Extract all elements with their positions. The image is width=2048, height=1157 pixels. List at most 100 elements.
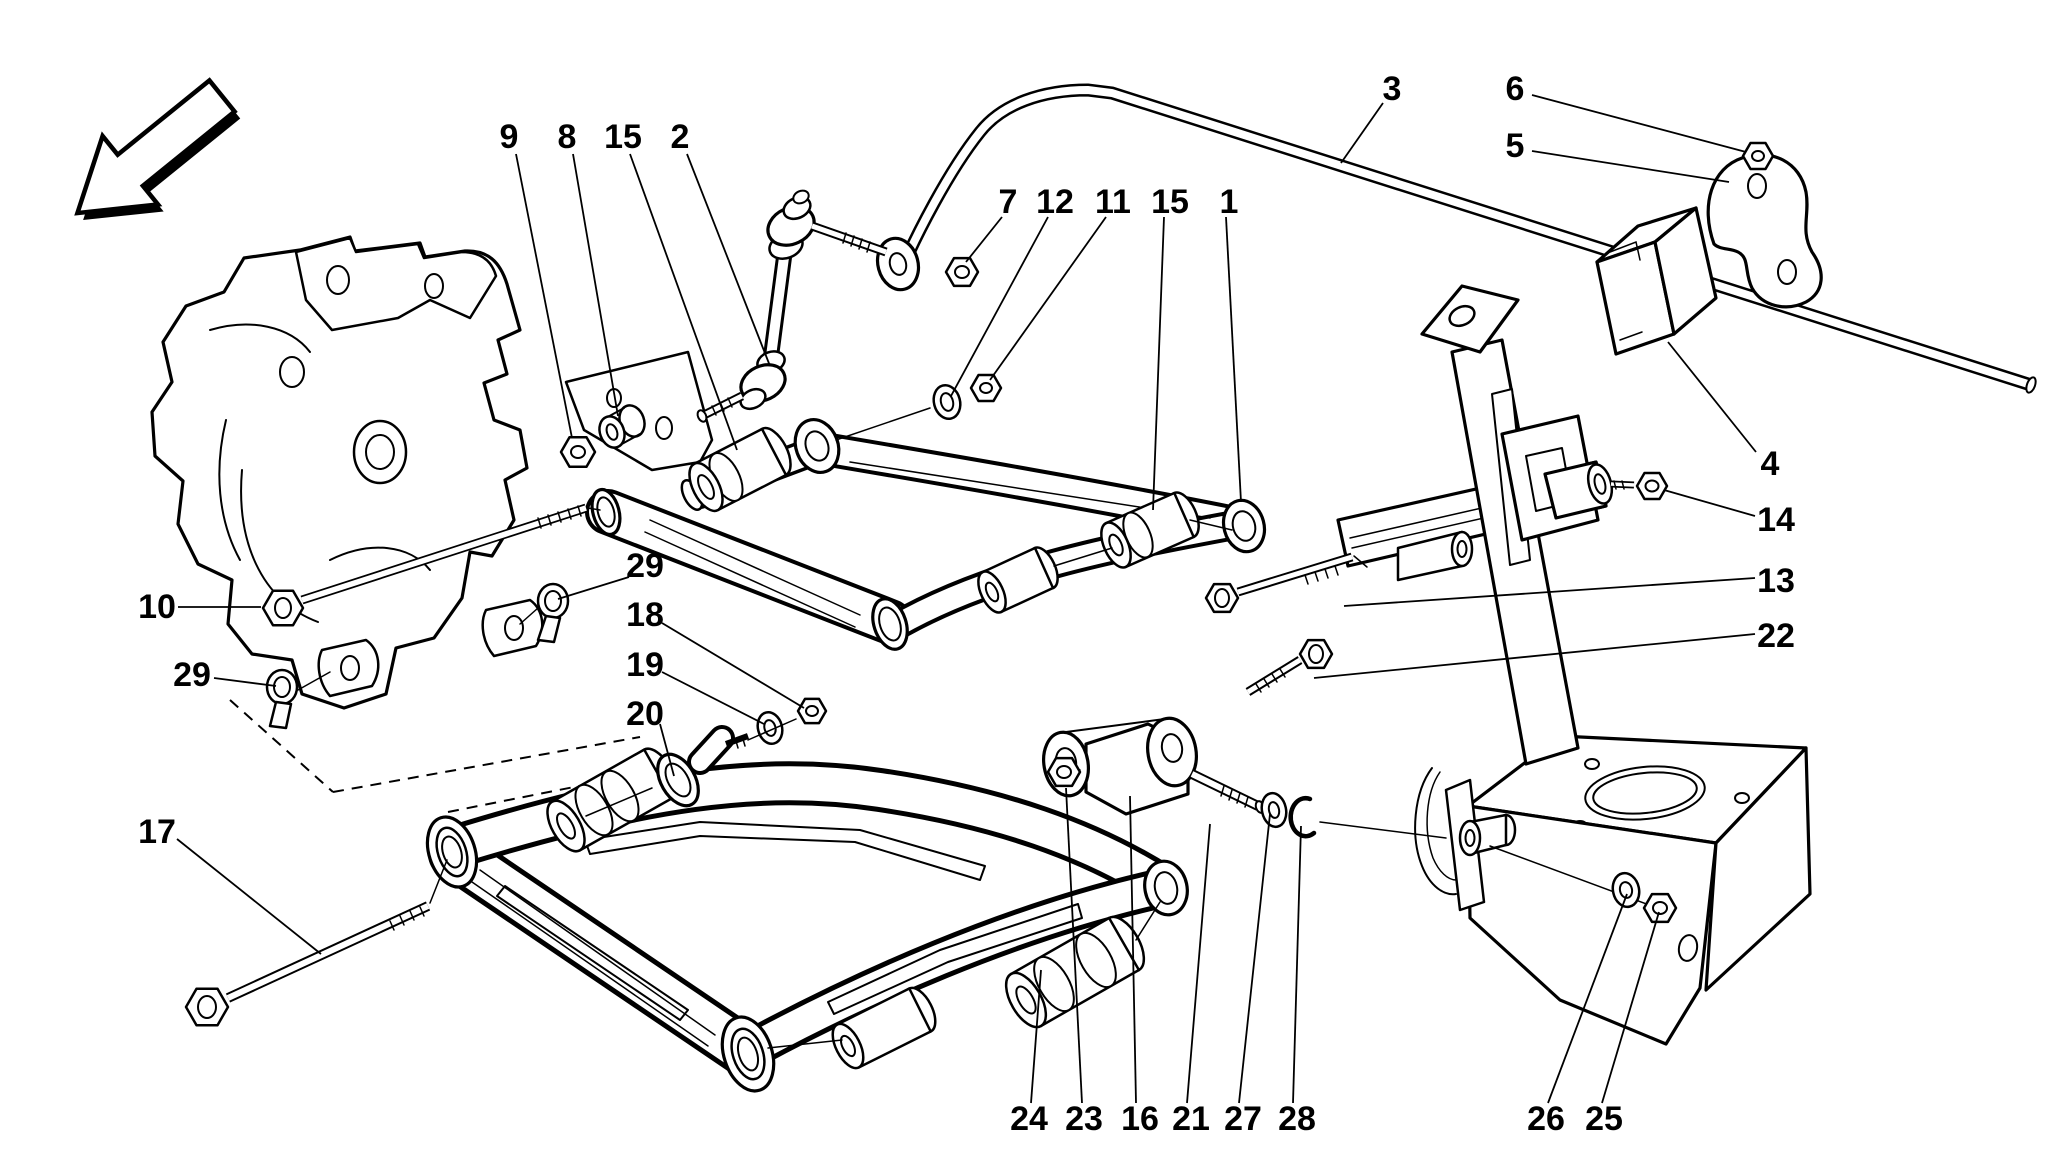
lightening-slot (827, 903, 1083, 1015)
callout-number: 23 (1065, 1100, 1103, 1138)
callout-leader-line (1601, 911, 1660, 1104)
callout-4: 4 (1667, 341, 1780, 483)
callout-leader-line (629, 153, 738, 451)
callout-11: 11 (989, 183, 1131, 381)
nut-11 (969, 373, 1003, 403)
nut-23 (1046, 756, 1082, 788)
anti-roll-bar (875, 83, 2037, 394)
callout-leader-line (965, 216, 1003, 263)
callout-number: 14 (1757, 501, 1795, 539)
callout-number: 4 (1761, 445, 1780, 483)
callout-number: 28 (1278, 1100, 1316, 1138)
callout-leader-line (213, 677, 277, 687)
callout-28: 28 (1278, 825, 1316, 1138)
callout-leader-line (1030, 969, 1042, 1104)
callout-leader-line (686, 153, 771, 367)
callout-leader-line (659, 723, 675, 777)
viewing-direction-arrow (74, 77, 241, 221)
callout-leader-line (1531, 150, 1730, 183)
callout-leader-line (661, 622, 805, 709)
callout-26: 26 (1527, 893, 1628, 1138)
callout-number: 12 (1036, 183, 1074, 221)
bushing-rear-lower (767, 986, 937, 1070)
callout-number: 21 (1172, 1100, 1210, 1138)
callout-number: 2 (671, 118, 690, 156)
callout-number: 27 (1224, 1100, 1262, 1138)
callout-number: 13 (1757, 562, 1795, 600)
bushing-15-front (680, 426, 792, 513)
callout-number: 7 (999, 183, 1018, 221)
lightening-slot (584, 821, 986, 881)
callout-number: 6 (1506, 70, 1525, 108)
callout-leader-line (661, 671, 765, 725)
callout-8: 8 (558, 118, 619, 417)
nut-18 (796, 697, 828, 725)
washer-27 (1260, 791, 1288, 829)
callout-leader-line (1065, 787, 1083, 1104)
callout-24: 24 (1010, 969, 1048, 1138)
spacer-8 (598, 404, 646, 449)
bushing-collar-20 (656, 752, 700, 808)
callout-15: 15 (604, 118, 738, 451)
callout-leader-line (1667, 341, 1757, 453)
differential-housing (150, 235, 714, 710)
callout-16: 16 (1121, 795, 1159, 1138)
callout-29: 29 (173, 656, 277, 694)
retainer-hook (1414, 767, 1457, 896)
callout-21: 21 (1172, 823, 1211, 1138)
callout-number: 11 (1095, 183, 1131, 221)
callout-27: 27 (1224, 813, 1271, 1138)
nut-25 (1642, 892, 1678, 924)
callout-leader-line (1238, 813, 1271, 1104)
callout-10: 10 (138, 588, 261, 626)
callout-leader-line (1313, 633, 1756, 679)
callout-leader-line (1531, 94, 1747, 153)
bolt-22 (1245, 638, 1334, 696)
callout-number: 16 (1121, 1100, 1159, 1138)
bar-end (2025, 376, 2037, 394)
washer-26 (1611, 871, 1641, 909)
callout-19: 19 (626, 646, 765, 725)
bushing-1-rear (1053, 491, 1233, 569)
callout-leader-line (1292, 825, 1302, 1104)
washer-12 (835, 383, 962, 441)
callout-number: 20 (626, 695, 664, 733)
bolt-10 (261, 503, 601, 627)
nut-9 (559, 436, 597, 468)
callout-12: 12 (950, 183, 1074, 397)
callout-number: 22 (1757, 617, 1795, 655)
callout-number: 19 (626, 646, 664, 684)
bolt-17 (184, 859, 448, 1027)
callout-3: 3 (1340, 70, 1402, 164)
callout-17: 17 (138, 813, 322, 955)
callout-number: 17 (138, 813, 176, 851)
callout-leader-line (1152, 216, 1165, 511)
washer-19 (747, 710, 797, 746)
callout-13: 13 (1343, 562, 1795, 607)
bar-mount-assembly (1595, 141, 1823, 356)
callout-1: 1 (1220, 183, 1242, 503)
callout-23: 23 (1065, 787, 1103, 1138)
clip-29-upper (519, 582, 570, 644)
callout-leader-line (176, 838, 322, 955)
callout-leader-line (950, 216, 1049, 397)
callout-18: 18 (626, 596, 805, 709)
callout-14: 14 (1663, 489, 1795, 539)
toe-link-arm-end (1543, 460, 1669, 520)
callout-leader-line (1547, 893, 1628, 1104)
callout-number: 10 (138, 588, 176, 626)
bolt-13 (1204, 552, 1368, 614)
callout-number: 1 (1220, 183, 1239, 221)
callout-number: 3 (1383, 70, 1402, 108)
callout-leader-line (1340, 102, 1384, 164)
callout-number: 29 (173, 656, 211, 694)
callout-25: 25 (1585, 911, 1660, 1138)
callout-number: 25 (1585, 1100, 1623, 1138)
callout-number: 8 (558, 118, 577, 156)
callout-5: 5 (1506, 127, 1730, 183)
callout-15: 15 (1151, 183, 1189, 511)
callout-7: 7 (965, 183, 1018, 263)
callout-leader-line (515, 153, 573, 439)
